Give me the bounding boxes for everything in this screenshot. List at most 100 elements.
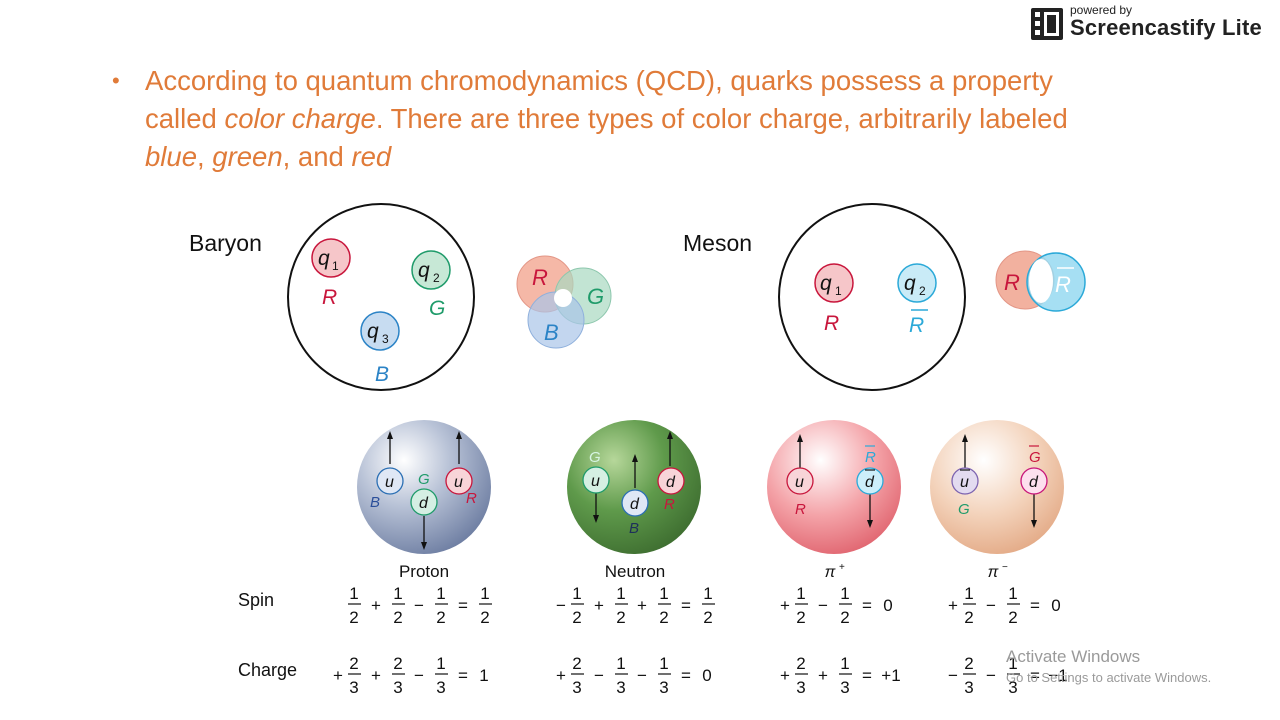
meson-label: Meson bbox=[683, 230, 752, 256]
baryon-label: Baryon bbox=[189, 230, 262, 256]
svg-text:1: 1 bbox=[1008, 654, 1017, 673]
svg-text:1: 1 bbox=[436, 584, 445, 603]
baryon-q1: q bbox=[318, 247, 330, 270]
bullet-text: According to quantum chromodynamics (QCD… bbox=[145, 62, 1115, 176]
charge-label: Charge bbox=[238, 660, 297, 680]
svg-text:2: 2 bbox=[349, 654, 358, 673]
venn-g: G bbox=[587, 284, 604, 309]
svg-text:2: 2 bbox=[703, 608, 712, 627]
svg-text:−: − bbox=[818, 596, 828, 615]
svg-text:2: 2 bbox=[796, 654, 805, 673]
baryon-color-r: R bbox=[322, 286, 337, 309]
baryon-color-b: B bbox=[375, 363, 389, 386]
bullet-part-1: According to quantum chromodynamics (QCD… bbox=[145, 65, 1053, 134]
piminus-quark-1: u bbox=[960, 474, 969, 491]
svg-text:1: 1 bbox=[349, 584, 358, 603]
svg-text:2: 2 bbox=[964, 654, 973, 673]
svg-text:2: 2 bbox=[393, 608, 402, 627]
piminus-label: π bbox=[988, 564, 999, 581]
meson-circle: q 1 R q 2 R bbox=[778, 203, 966, 391]
baryon-color-g: G bbox=[429, 297, 445, 320]
svg-text:=: = bbox=[1030, 666, 1040, 685]
proton-quark-3: u bbox=[454, 474, 463, 491]
svg-text:−: − bbox=[637, 666, 647, 685]
svg-text:=: = bbox=[458, 596, 468, 615]
svg-text:=: = bbox=[862, 666, 872, 685]
proton-color-2: G bbox=[418, 471, 430, 488]
svg-text:3: 3 bbox=[964, 678, 973, 697]
baryon-circle: q 1 R q 2 G q 3 B bbox=[287, 203, 475, 391]
svg-text:3: 3 bbox=[796, 678, 805, 697]
meson-venn: R R bbox=[995, 250, 1086, 312]
svg-text:3: 3 bbox=[572, 678, 581, 697]
neutron-quark-1: u bbox=[591, 473, 600, 490]
svg-text:=: = bbox=[1030, 596, 1040, 615]
svg-text:=: = bbox=[862, 596, 872, 615]
svg-text:3: 3 bbox=[349, 678, 358, 697]
svg-text:3: 3 bbox=[1008, 678, 1017, 697]
piminus-quark-2: d bbox=[1029, 474, 1039, 491]
svg-text:+: + bbox=[637, 596, 647, 615]
meson-venn-r: R bbox=[1004, 270, 1020, 295]
venn-b: B bbox=[544, 320, 559, 345]
meson-venn-rbar: R bbox=[1055, 272, 1071, 297]
spin-label: Spin bbox=[238, 590, 274, 610]
neutron-color-3: R bbox=[664, 496, 675, 513]
svg-text:2: 2 bbox=[349, 608, 358, 627]
svg-text:1: 1 bbox=[1008, 584, 1017, 603]
piminus-color-2: G bbox=[1029, 449, 1041, 466]
watermark-powered-by: powered by bbox=[1070, 3, 1133, 17]
svg-text:−: − bbox=[414, 596, 424, 615]
svg-text:+: + bbox=[948, 596, 958, 615]
piplus-sup: + bbox=[839, 562, 845, 573]
svg-text:2: 2 bbox=[436, 608, 445, 627]
bullet-italic-blue: blue bbox=[145, 141, 197, 172]
piplus-color-2: R bbox=[865, 449, 876, 466]
bullet-part-2: . There are three types of color charge,… bbox=[375, 103, 1068, 134]
svg-text:+: + bbox=[594, 596, 604, 615]
svg-text:2: 2 bbox=[393, 654, 402, 673]
neutron-color-2: B bbox=[629, 520, 639, 537]
charge-piminus-eq: − 2 3 − 1 3 = −1 bbox=[948, 654, 1068, 697]
meson-q2: q bbox=[904, 272, 916, 295]
svg-text:2: 2 bbox=[480, 608, 489, 627]
spin-piplus-eq: + 12 − 12 = 0 bbox=[780, 584, 893, 627]
neutron-color-1: G bbox=[589, 449, 601, 466]
svg-text:−1: −1 bbox=[1048, 666, 1067, 685]
svg-text:1: 1 bbox=[616, 654, 625, 673]
proton-quark-1: u bbox=[385, 474, 394, 491]
proton-label: Proton bbox=[399, 562, 449, 581]
svg-text:+: + bbox=[556, 666, 566, 685]
watermark-name: Screencastify Lite bbox=[1070, 15, 1262, 40]
proton-color-1: B bbox=[370, 494, 380, 511]
spin-neutron-eq: − 12 + 12 + 12 = 12 bbox=[556, 584, 715, 627]
svg-text:+1: +1 bbox=[881, 666, 900, 685]
svg-text:−: − bbox=[986, 666, 996, 685]
svg-text:3: 3 bbox=[840, 678, 849, 697]
svg-text:1: 1 bbox=[703, 584, 712, 603]
svg-text:3: 3 bbox=[659, 678, 668, 697]
proton-color-3: R bbox=[466, 490, 477, 507]
svg-text:2: 2 bbox=[964, 608, 973, 627]
svg-text:=: = bbox=[458, 666, 468, 685]
bullet-sep-1: , bbox=[197, 141, 213, 172]
piminus-sup: − bbox=[1002, 562, 1008, 573]
svg-text:1: 1 bbox=[479, 666, 488, 685]
bullet-italic-green: green bbox=[212, 141, 283, 172]
svg-text:2: 2 bbox=[840, 608, 849, 627]
svg-text:2: 2 bbox=[659, 608, 668, 627]
charge-piplus-eq: + 23 + 13 = +1 bbox=[780, 654, 901, 697]
svg-text:1: 1 bbox=[796, 584, 805, 603]
proton-sphere: u d u B G R bbox=[357, 420, 491, 554]
svg-text:1: 1 bbox=[659, 584, 668, 603]
baryon-q3-sub: 3 bbox=[382, 332, 389, 346]
svg-text:+: + bbox=[780, 596, 790, 615]
svg-text:3: 3 bbox=[393, 678, 402, 697]
piplus-quark-2: d bbox=[865, 474, 875, 491]
svg-text:+: + bbox=[818, 666, 828, 685]
svg-text:−: − bbox=[948, 666, 958, 685]
bullet-italic-red: red bbox=[351, 141, 392, 172]
svg-text:=: = bbox=[681, 666, 691, 685]
piminus-color-1: G bbox=[958, 501, 970, 518]
